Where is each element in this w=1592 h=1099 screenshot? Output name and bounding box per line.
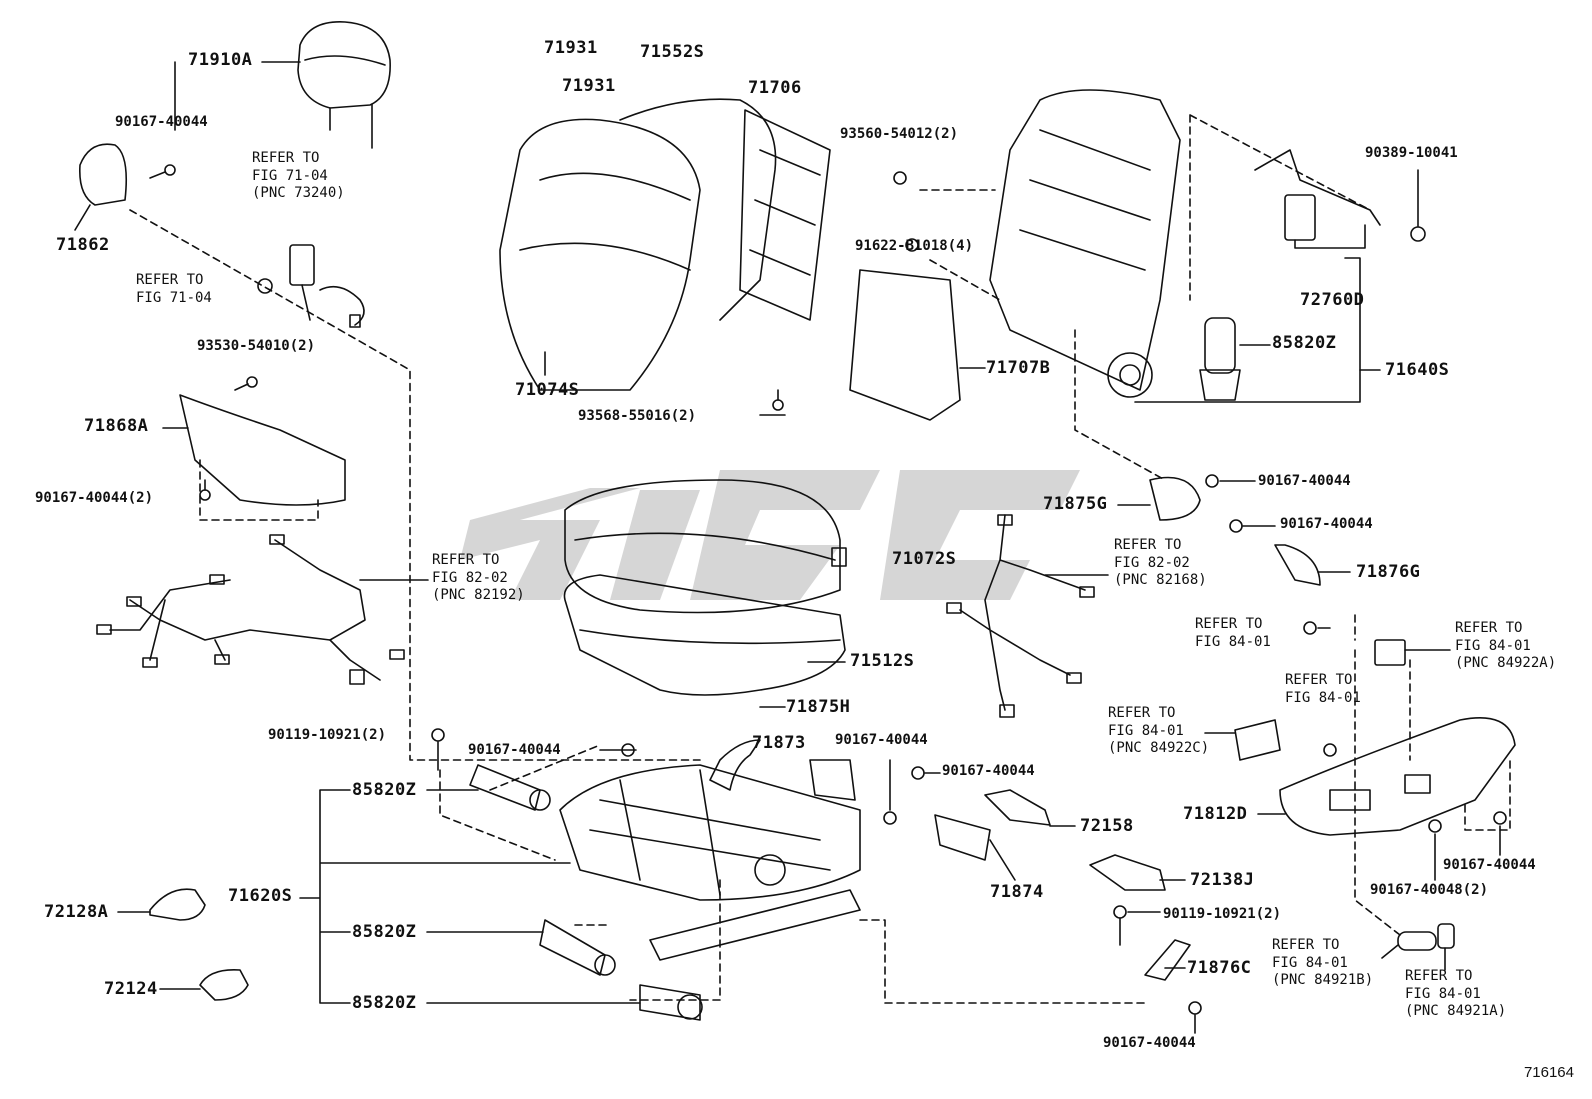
back-panel-drawing xyxy=(739,109,831,321)
motor-85820Z-3-drawing xyxy=(639,984,703,1021)
sensor-72760D-drawing xyxy=(1254,149,1381,241)
label-71512S: 71512S xyxy=(850,651,915,671)
label-71812D: 71812D xyxy=(1183,804,1248,824)
label-85820Z-2: 85820Z xyxy=(352,922,417,942)
label-71620S: 71620S xyxy=(228,886,293,906)
label-71875G: 71875G xyxy=(1043,494,1108,514)
label-71707B: 71707B xyxy=(986,358,1051,378)
label-72128A: 72128A xyxy=(44,902,109,922)
figure-id: 716164 xyxy=(1523,1064,1574,1081)
label-93530-54010: 93530-54010(2) xyxy=(197,338,316,354)
label-90167-40044-bottom: 90167-40044 xyxy=(1103,1035,1196,1051)
bracket-71876C-drawing xyxy=(1144,939,1191,981)
label-90167-40044-d: 90167-40044 xyxy=(835,732,928,748)
label-71072S: 71072S xyxy=(892,549,957,569)
bracket-72158-drawing xyxy=(984,789,1051,826)
label-71910A: 71910A xyxy=(188,50,253,70)
label-71873: 71873 xyxy=(752,733,806,753)
label-90167-40044-top: 90167-40044 xyxy=(115,114,208,130)
dashed-71862 xyxy=(129,209,701,761)
trim-71868A-drawing xyxy=(179,394,346,506)
label-90119-10921-right: 90119-10921(2) xyxy=(1163,906,1282,922)
motor-85820Z-1-drawing xyxy=(469,764,551,811)
label-72124: 72124 xyxy=(104,979,158,999)
label-90167-40044-right: 90167-40044 xyxy=(1443,857,1536,873)
label-71931-b: 71931 xyxy=(562,76,616,96)
label-71552S: 71552S xyxy=(640,42,705,62)
label-71876C: 71876C xyxy=(1187,958,1252,978)
knob-84921B-drawing xyxy=(1397,931,1437,951)
label-71862: 71862 xyxy=(56,235,110,255)
bracket-71875G-drawing xyxy=(1149,476,1201,521)
label-72138J: 72138J xyxy=(1190,870,1255,890)
label-71640S: 71640S xyxy=(1385,360,1450,380)
seatback-frame-drawing xyxy=(989,89,1181,398)
seat-pad-drawing xyxy=(563,574,846,696)
motor-85820Z-top-drawing xyxy=(1199,317,1241,401)
label-85820Z-top: 85820Z xyxy=(1272,333,1337,353)
label-71876G: 71876G xyxy=(1356,562,1421,582)
label-71931-a: 71931 xyxy=(544,38,598,58)
label-72760D: 72760D xyxy=(1300,290,1365,310)
bolt-icons xyxy=(149,164,1507,1015)
label-71868A: 71868A xyxy=(84,416,149,436)
cover-72124-drawing xyxy=(199,968,249,1001)
label-90389-10041: 90389-10041 xyxy=(1365,145,1458,161)
label-90167-40044-e: 90167-40044 xyxy=(942,763,1035,779)
label-93568-55016: 93568-55016(2) xyxy=(578,408,697,424)
seatback-cushion-drawing xyxy=(499,98,777,391)
label-72158: 72158 xyxy=(1080,816,1134,836)
bracket-71875H-drawing xyxy=(709,739,761,791)
label-90167-40044-b: 90167-40044 xyxy=(1280,516,1373,532)
label-85820Z-1: 85820Z xyxy=(352,780,417,800)
label-90167-40048: 90167-40048(2) xyxy=(1370,882,1489,898)
back-board-drawing xyxy=(849,269,961,421)
label-71074S: 71074S xyxy=(515,380,580,400)
label-90119-10921-left: 90119-10921(2) xyxy=(268,727,387,743)
seatbelt-buckle-drawing xyxy=(289,244,365,328)
motor-85820Z-2-drawing xyxy=(539,919,616,976)
label-85820Z-3: 85820Z xyxy=(352,993,417,1013)
side-shield-drawing xyxy=(1279,716,1516,836)
label-71874: 71874 xyxy=(990,882,1044,902)
cover-72128A-drawing xyxy=(149,888,206,921)
bracket-72138J-drawing xyxy=(1089,854,1166,891)
watermark-logo xyxy=(460,470,1080,600)
label-71875H: 71875H xyxy=(786,697,851,717)
wire-harness-right-drawing xyxy=(946,514,1095,718)
bracket-71873-drawing xyxy=(809,759,856,801)
switch-84922C-drawing xyxy=(1234,719,1281,761)
label-90167-40044-c: 90167-40044 xyxy=(468,742,561,758)
label-91622-B1018: 91622-B1018(4) xyxy=(855,238,974,254)
cover-71862-drawing xyxy=(78,143,128,206)
switch-84922A-drawing xyxy=(1374,639,1406,666)
seat-cushion-drawing xyxy=(564,479,847,614)
label-90167-40044-a: 90167-40044 xyxy=(1258,473,1351,489)
label-71706: 71706 xyxy=(748,78,802,98)
wire-harness-left-drawing xyxy=(96,534,405,685)
label-93560-54012: 93560-54012(2) xyxy=(840,126,959,142)
knob-84921A-drawing xyxy=(1437,923,1455,949)
seat-frame-drawing xyxy=(559,764,861,961)
label-90167-40044-2-left: 90167-40044(2) xyxy=(35,490,154,506)
bracket-71874-drawing xyxy=(934,814,991,861)
bracket-71876G-drawing xyxy=(1274,544,1321,586)
headrest-drawing xyxy=(297,21,391,149)
